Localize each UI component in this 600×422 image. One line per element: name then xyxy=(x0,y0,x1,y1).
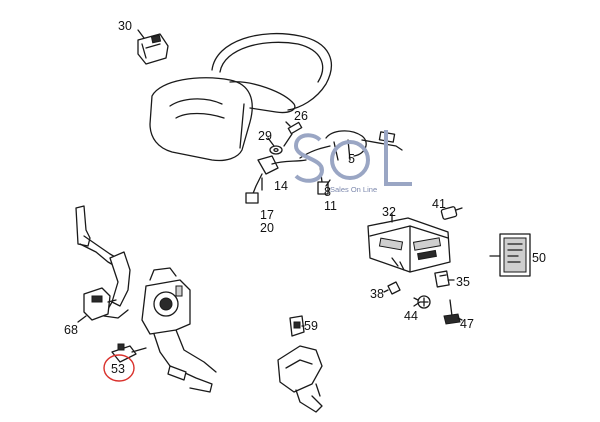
part-26-screw xyxy=(283,121,303,147)
callout-68: 68 xyxy=(64,323,78,337)
callout-20: 20 xyxy=(260,221,274,235)
sol-logo: Sales On Line xyxy=(293,130,412,194)
logo-tagline: Sales On Line xyxy=(330,185,377,194)
part-59-connector xyxy=(289,315,305,337)
part-41-plug xyxy=(440,206,463,220)
callout-32: 32 xyxy=(382,205,396,219)
callout-41: 41 xyxy=(432,197,446,211)
callout-53: 53 xyxy=(111,362,125,376)
steering-wheel xyxy=(149,32,332,162)
callout-5: 5 xyxy=(348,152,355,166)
accelerator-pedal xyxy=(277,345,323,413)
part-47-bolt xyxy=(443,299,461,325)
callout-8: 8 xyxy=(324,185,331,199)
part-44-screw xyxy=(413,295,431,309)
part-53-sensor xyxy=(111,343,147,363)
pedal-bracket xyxy=(75,205,131,319)
brake-pedal-box xyxy=(141,267,217,393)
part-30-switch xyxy=(137,33,169,65)
callout-17: 17 xyxy=(260,208,274,222)
callout-59: 59 xyxy=(304,319,318,333)
leader-lines xyxy=(77,29,501,327)
callout-47: 47 xyxy=(460,317,474,331)
part-68-switch xyxy=(83,287,117,321)
part-32-switch-block xyxy=(367,217,451,273)
callout-labels: 30 26 29 5 14 8 11 17 20 32 41 50 35 38 … xyxy=(64,19,546,376)
part-29-washer xyxy=(269,145,283,155)
highlight-circle-53 xyxy=(103,354,135,382)
callout-50: 50 xyxy=(532,251,546,265)
part-35-switch xyxy=(434,270,450,288)
callout-30: 30 xyxy=(118,19,132,33)
callout-14: 14 xyxy=(274,179,288,193)
callout-38: 38 xyxy=(370,287,384,301)
callout-44: 44 xyxy=(404,309,418,323)
callout-35: 35 xyxy=(456,275,470,289)
callout-11: 11 xyxy=(324,199,337,213)
callout-29: 29 xyxy=(258,129,272,143)
callout-26: 26 xyxy=(294,109,308,123)
part-50-label-card xyxy=(499,233,531,277)
part-38-clip xyxy=(387,281,401,295)
